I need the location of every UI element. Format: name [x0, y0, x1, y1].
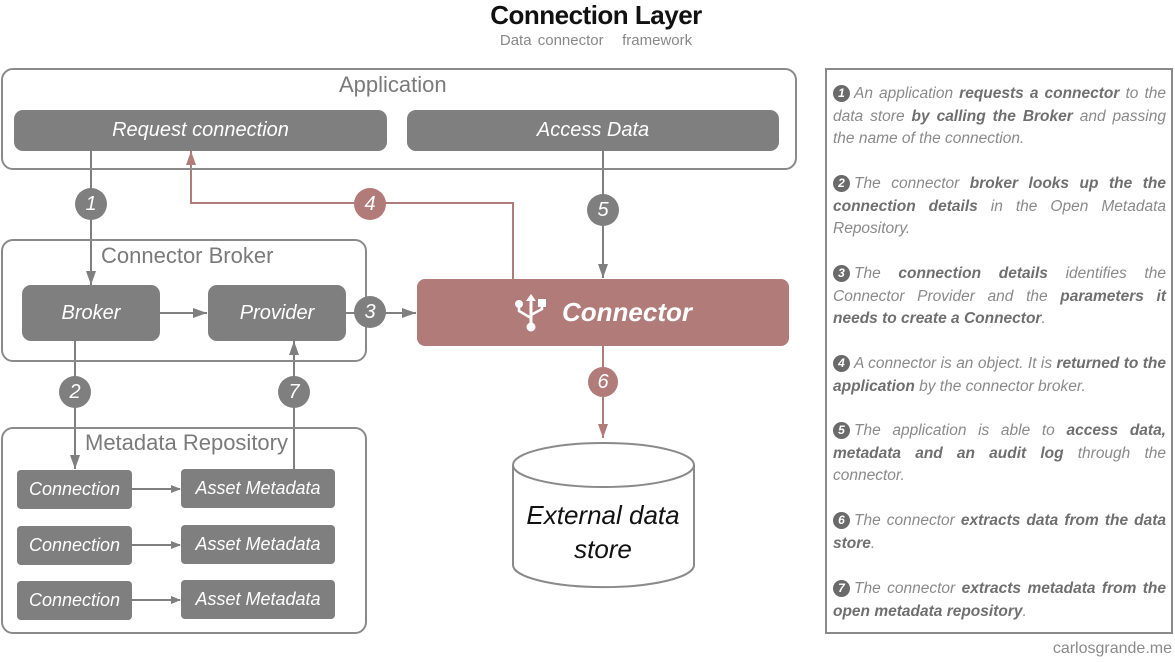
step-badge-7: 7	[278, 376, 310, 408]
metadata-repository-group	[1, 427, 367, 634]
metadata-repository-title: Metadata Repository	[85, 430, 288, 455]
asset-metadata-box[interactable]: Asset Metadata	[181, 580, 335, 619]
step-badge-4: 4	[354, 188, 386, 220]
step-number-icon: 1	[833, 84, 850, 102]
connection-box[interactable]: Connection	[17, 470, 132, 509]
asset-metadata-box[interactable]: Asset Metadata	[181, 525, 335, 564]
legend-emphasis: parameters it needs to create a Connecto…	[833, 287, 1166, 328]
credit-text[interactable]: carlosgrande.me	[1052, 640, 1172, 657]
legend-emphasis: returned to the application	[833, 355, 1166, 395]
wire-step-4	[186, 151, 514, 279]
legend-emphasis: extracts metadata from the open metadata…	[833, 580, 1166, 620]
step-badge-6: 6	[588, 367, 618, 397]
legend-emphasis: requests a connector	[959, 85, 1120, 102]
step-number-icon: 5	[833, 421, 850, 439]
external-store-line1: External data	[526, 500, 680, 530]
legend-emphasis: connection details	[898, 265, 1048, 282]
application-group	[1, 68, 797, 170]
legend-emphasis: extracts data from the data store	[833, 512, 1166, 552]
step-number-icon: 4	[833, 354, 850, 372]
provider-box[interactable]: Provider	[208, 285, 346, 341]
usb-icon	[514, 293, 548, 332]
legend-emphasis: broker looks up the the connection detai…	[833, 175, 1166, 215]
external-data-store-label[interactable]: External data store	[512, 498, 694, 566]
connector-box[interactable]: Connector	[417, 279, 789, 346]
step-number-icon: 3	[833, 264, 850, 282]
legend-emphasis: access data, metadata and an audit log	[833, 422, 1166, 462]
connector-broker-title: Connector Broker	[101, 243, 274, 268]
external-store-line2: store	[574, 534, 632, 564]
step-number-icon: 2	[833, 174, 850, 192]
step-badge-3: 3	[354, 296, 386, 328]
legend-emphasis: by calling the Broker	[911, 107, 1073, 125]
broker-box[interactable]: Broker	[22, 285, 160, 341]
step-number-icon: 6	[833, 511, 850, 529]
step-badge-1: 1	[75, 188, 107, 220]
asset-metadata-box[interactable]: Asset Metadata	[181, 469, 335, 508]
connection-box[interactable]: Connection	[17, 581, 132, 620]
page-title: Connection Layer	[490, 0, 702, 30]
connector-label: Connector	[562, 297, 692, 327]
request-connection-box[interactable]: Request connection	[14, 110, 387, 151]
connection-box[interactable]: Connection	[17, 526, 132, 565]
page-subtitle: Data connector framework	[499, 32, 693, 49]
application-title: Application	[339, 72, 447, 97]
step-number-icon: 7	[833, 579, 850, 597]
step-badge-2: 2	[59, 376, 91, 408]
access-data-box[interactable]: Access Data	[407, 110, 779, 151]
external-data-store-cylinder	[512, 442, 695, 589]
step-badge-5: 5	[587, 194, 619, 226]
